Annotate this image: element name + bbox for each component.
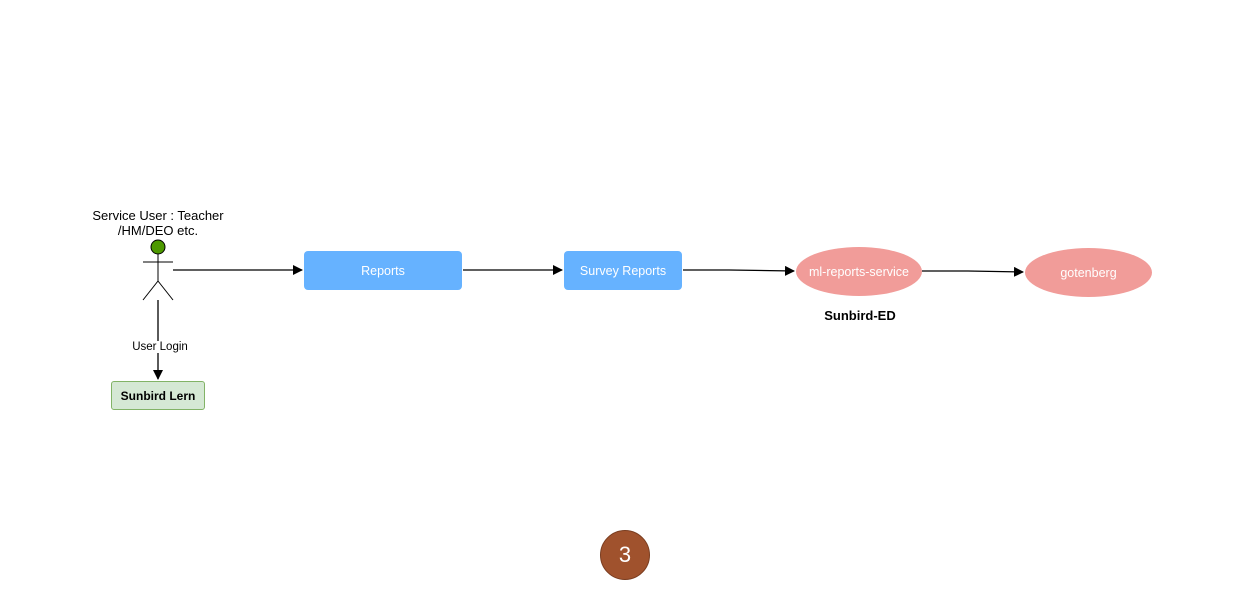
actor-head: [150, 239, 166, 255]
page-number-badge: 3: [600, 530, 650, 580]
actor-label: Service User : Teacher /HM/DEO etc.: [78, 208, 238, 238]
node-reports-label: Reports: [361, 263, 405, 278]
actor-label-line2: /HM/DEO etc.: [117, 223, 199, 238]
node-ml-reports-service[interactable]: ml-reports-service: [796, 247, 922, 296]
actor-left-leg: [142, 280, 159, 301]
edge-label-user-login: User Login: [120, 341, 200, 353]
edge-ml-reports-service-to-gotenberg: [922, 266, 1024, 277]
actor-label-line1: Service User : Teacher: [92, 208, 224, 223]
actor-right-leg: [157, 280, 174, 301]
node-sunbird-lern-label: Sunbird Lern: [120, 388, 196, 403]
node-reports[interactable]: Reports: [304, 251, 462, 290]
node-survey-reports-label: Survey Reports: [579, 263, 667, 278]
node-survey-reports[interactable]: Survey Reports: [564, 251, 682, 290]
node-gotenberg[interactable]: gotenberg: [1025, 248, 1152, 297]
node-gotenberg-label: gotenberg: [1060, 265, 1117, 280]
edge-survey-reports-to-ml-reports-service: [683, 265, 795, 276]
group-label-sunbird-ed: Sunbird-ED: [824, 308, 896, 323]
node-sunbird-lern[interactable]: Sunbird Lern: [111, 381, 205, 410]
page-number: 3: [618, 542, 632, 567]
node-ml-reports-service-label: ml-reports-service: [808, 264, 909, 279]
actor-figure[interactable]: [142, 239, 174, 301]
